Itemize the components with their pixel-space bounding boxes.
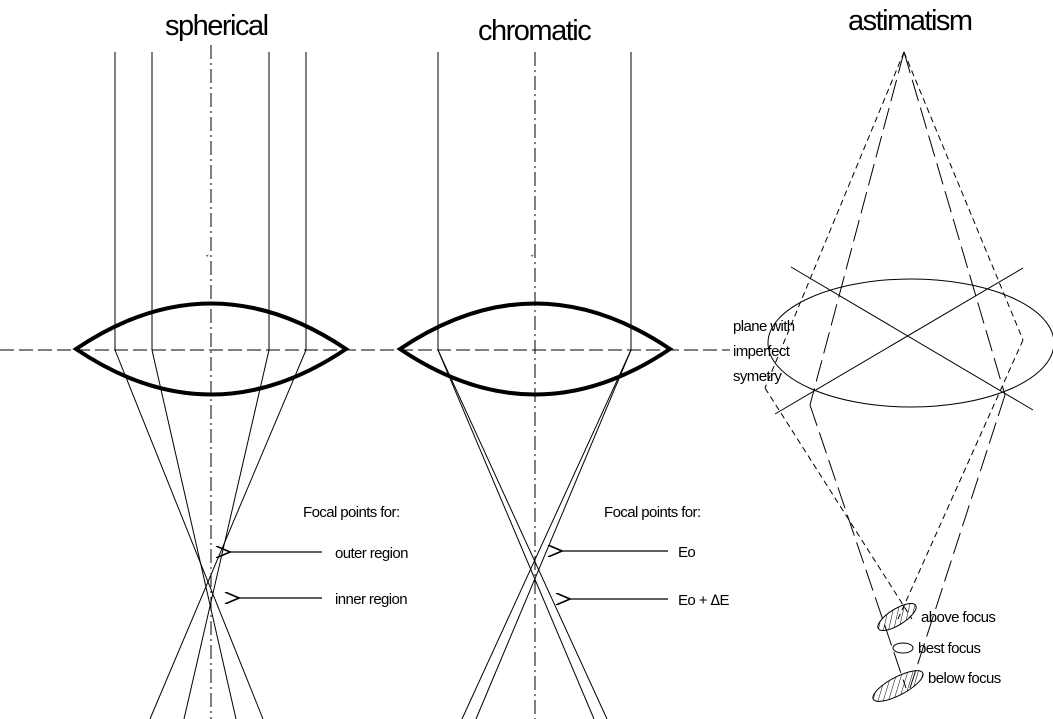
astigmatism-title: astimatism: [848, 5, 972, 37]
lens: [72, 301, 350, 397]
chromatic-title: chromatic: [478, 15, 591, 47]
below-focus-spot: [872, 670, 924, 702]
incoming-rays: [437, 52, 632, 350]
label-eo: Eo: [678, 544, 695, 561]
lens: [396, 301, 674, 397]
focal-points-heading: Focal points for:: [303, 504, 400, 521]
spherical-title: spherical: [165, 10, 268, 42]
refracted-rays: [114, 349, 307, 719]
astigmatism-panel: astimatism plane with imperfect symetry: [733, 5, 1053, 702]
plane-diagonals: [774, 266, 1034, 415]
label-eo-plus-delta-e: Eo + ΔE: [678, 592, 729, 609]
label-outer-region: outer region: [335, 545, 408, 562]
refracted-rays: [437, 349, 632, 719]
label-best-focus: best focus: [918, 640, 980, 657]
tick-mark: ˇ: [530, 254, 535, 265]
above-focus-spot: [877, 603, 917, 631]
label-above-focus: above focus: [921, 609, 995, 626]
chromatic-panel: chromatic ˇ Focal points for: Eo Eo + ΔE: [396, 15, 730, 719]
label-inner-region: inner region: [335, 591, 407, 608]
plane-label-line-3: symetry: [733, 368, 782, 385]
ray-cone-long-dash: [809, 51, 1006, 689]
plane-ellipse: [767, 278, 1053, 408]
best-focus-spot: [892, 642, 914, 654]
incoming-rays: [114, 52, 307, 350]
label-below-focus: below focus: [928, 670, 1001, 687]
spherical-panel: spherical ˇ Focal points for: outer regi…: [0, 10, 730, 719]
plane-label-line-2: imperfect: [733, 343, 791, 360]
tick-mark: ˇ: [205, 254, 210, 265]
focal-points-heading: Focal points for:: [604, 504, 701, 521]
plane-label-line-1: plane with: [733, 318, 795, 335]
ray-cone-short-dash: [764, 51, 1024, 620]
